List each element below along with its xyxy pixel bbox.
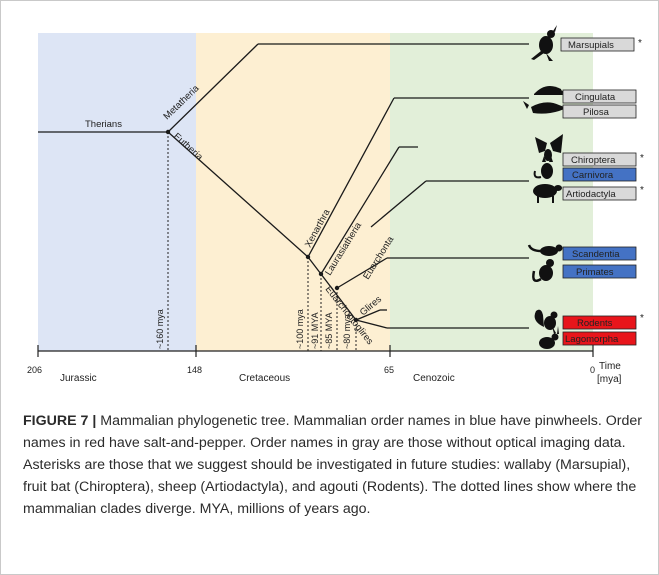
axis-tick-label: 0 (590, 365, 595, 375)
caption-text: Mammalian phylogenetic tree. Mammalian o… (23, 413, 642, 517)
divergence-label: ~85 MYA (324, 312, 334, 349)
period-band-jurassic (38, 33, 196, 351)
axis-tick-label: 148 (187, 365, 202, 375)
period-label-jurassic: Jurassic (60, 373, 97, 384)
order-label-pilosa: Pilosa (583, 107, 610, 118)
period-label-cretaceous: Cretaceous (239, 373, 290, 384)
time-axis: 206 148 65 0 Jurassic Cretaceous Cenozoi… (27, 345, 622, 385)
period-band-cenozoic (390, 33, 593, 351)
divergence-label: ~160 mya (155, 309, 165, 349)
node-eutheria (306, 255, 310, 259)
figure-caption: FIGURE 7 | Mammalian phylogenetic tree. … (23, 410, 643, 520)
order-label-scandentia: Scandentia (572, 249, 620, 260)
axis-tick-label: 65 (384, 365, 394, 375)
axis-label-unit: [mya] (597, 374, 622, 385)
order-label-carnivora: Carnivora (572, 170, 614, 181)
divergence-label: ~100 mya (295, 309, 305, 349)
order-label-chiroptera: Chiroptera (571, 155, 616, 166)
node-therians (166, 130, 170, 134)
order-label-primates: Primates (576, 267, 614, 278)
asterisk-marker: * (640, 185, 644, 196)
period-band-cretaceous (196, 33, 390, 351)
divergence-label: ~91 MYA (310, 312, 320, 349)
order-label-marsupials: Marsupials (568, 40, 614, 51)
asterisk-marker: * (640, 153, 644, 164)
order-label-artiodactyla: Artiodactyla (566, 189, 616, 200)
period-label-cenozoic: Cenozoic (413, 373, 455, 384)
axis-label-time: Time (599, 361, 621, 372)
axis-tick-label: 206 (27, 365, 42, 375)
clade-label-therians: Therians (85, 119, 122, 130)
order-label-cingulata: Cingulata (575, 92, 616, 103)
order-label-rodents: Rodents (577, 318, 613, 329)
caption-label: FIGURE 7 | (23, 413, 96, 429)
order-label-lagomorpha: Lagomorpha (565, 334, 619, 345)
asterisk-marker: * (638, 38, 642, 49)
asterisk-marker: * (640, 313, 644, 324)
phylogenetic-tree: 206 148 65 0 Jurassic Cretaceous Cenozoi… (1, 1, 658, 401)
